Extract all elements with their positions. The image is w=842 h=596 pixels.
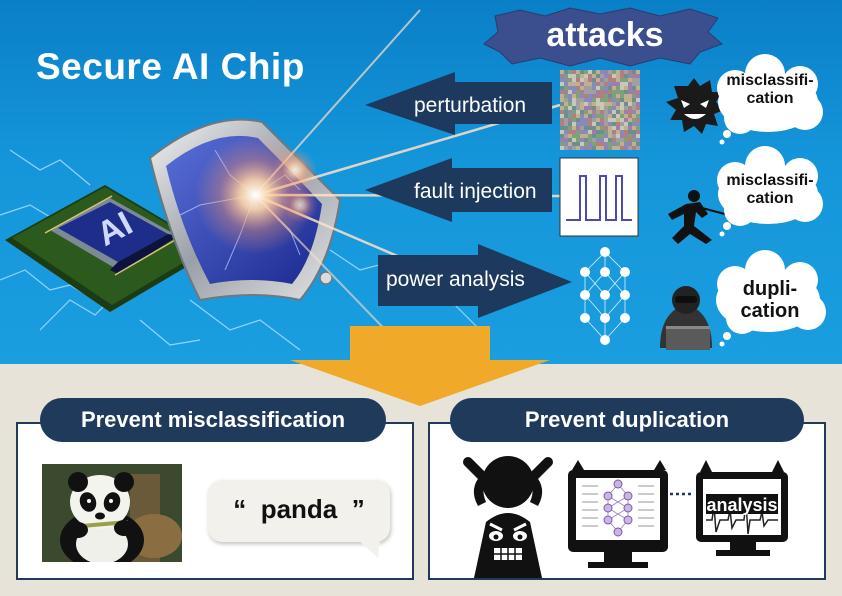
attack-label-fault-injection: fault injection bbox=[414, 180, 537, 203]
speech-bubble-text: “ panda ” bbox=[208, 494, 390, 525]
analysis-monitor-icon bbox=[696, 460, 788, 556]
thought-cloud-2 bbox=[717, 146, 823, 237]
ai-chip bbox=[5, 185, 215, 312]
panda-photo bbox=[42, 464, 182, 562]
attacks-heading: attacks bbox=[546, 16, 664, 54]
page-title: Secure AI Chip bbox=[36, 46, 305, 87]
prevent-misclassification-heading: Prevent misclassification bbox=[40, 398, 386, 442]
noise-image bbox=[560, 70, 640, 150]
speech-bubble-tail bbox=[358, 540, 380, 558]
attack-scene-art: AI bbox=[0, 7, 826, 351]
cloned-model-monitor-icon bbox=[568, 460, 668, 568]
thought-cloud-1 bbox=[717, 54, 823, 145]
quote-close: ” bbox=[351, 494, 365, 524]
hacker-icon bbox=[660, 286, 712, 350]
fault-injection-arrow bbox=[365, 158, 552, 222]
evil-blob-icon bbox=[666, 78, 724, 134]
attack-scene: AI bbox=[0, 0, 842, 364]
prevent-duplication-heading: Prevent duplication bbox=[450, 398, 804, 442]
thought-cloud-3 bbox=[716, 250, 826, 347]
speech-bubble bbox=[208, 480, 390, 542]
fault-injection-waveform bbox=[559, 157, 639, 237]
effect-duplication: dupli- cation bbox=[740, 278, 800, 322]
attack-label-perturbation: perturbation bbox=[414, 94, 527, 117]
effect-misclassification-1: misclassifi- cation bbox=[726, 72, 814, 107]
attack-label-power-analysis: power analysis bbox=[386, 268, 525, 291]
quote-open: “ bbox=[233, 494, 247, 524]
perturbation-arrow bbox=[365, 72, 552, 135]
effect-misclassification-2: misclassifi- cation bbox=[726, 172, 814, 207]
attacks-banner bbox=[483, 7, 723, 67]
duplication-illustration bbox=[463, 456, 788, 578]
frustrated-person-icon bbox=[463, 456, 553, 578]
down-arrow bbox=[290, 326, 550, 406]
quote-word: panda bbox=[260, 494, 338, 524]
analysis-label: analysis bbox=[706, 495, 778, 515]
thought-clouds bbox=[716, 54, 826, 347]
power-analysis-arrow bbox=[378, 244, 572, 318]
neural-network-icon bbox=[580, 247, 630, 345]
